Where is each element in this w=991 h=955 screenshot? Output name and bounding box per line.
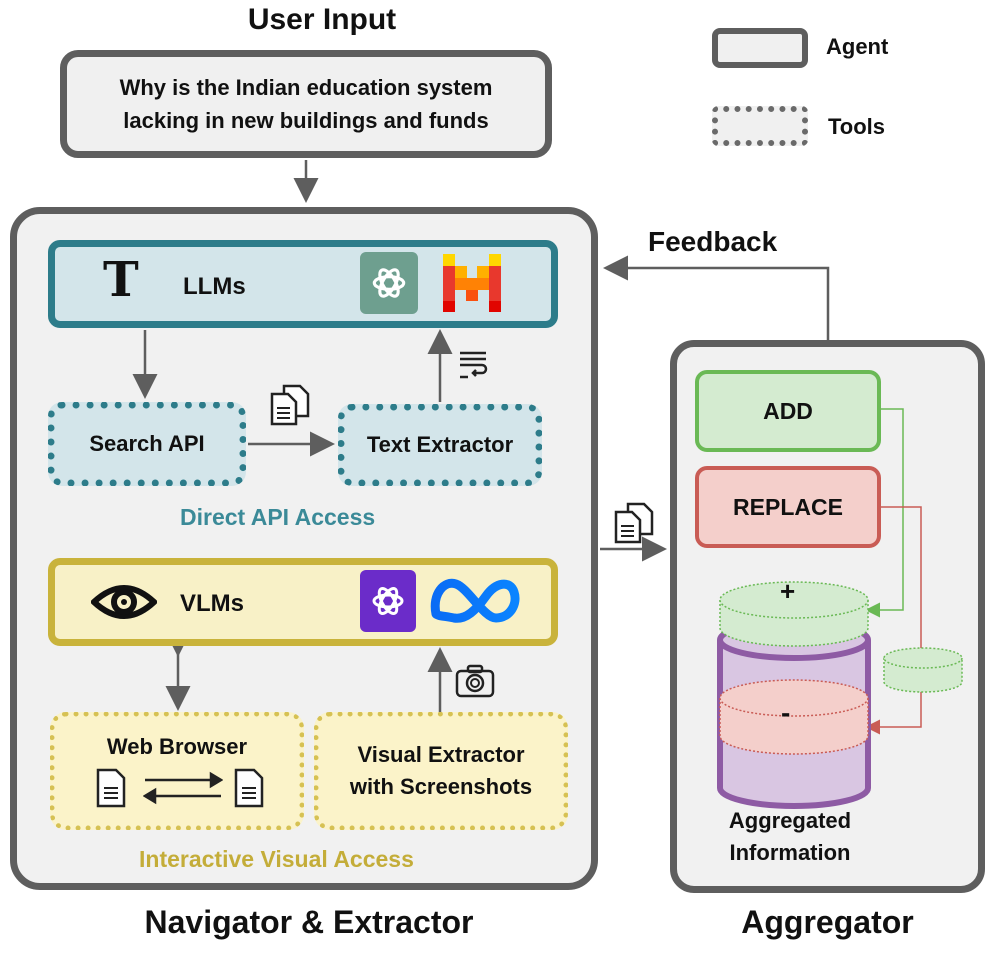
web-browser-label: Web Browser: [106, 734, 248, 759]
meta-logo-icon: [430, 578, 520, 623]
bidirectional-arrows-icon: [143, 771, 223, 805]
direct-api-access-label: Direct API Access: [180, 504, 376, 530]
aggregated-information-label: Aggregated Information: [700, 805, 880, 869]
legend-tools-label: Tools: [828, 114, 886, 139]
user-query-line-1: Why is the Indian education system: [119, 75, 493, 100]
navigator-extractor-title: Navigator & Extractor: [144, 904, 474, 940]
plus-symbol: +: [780, 576, 796, 606]
replace-operation: REPLACE: [695, 466, 881, 548]
eye-icon: [91, 585, 157, 619]
web-browser-tool: [50, 712, 304, 830]
add-to-db-arrow: [865, 408, 904, 618]
llm-label: LLMs: [183, 273, 246, 300]
copy-documents-icon: [614, 502, 654, 544]
document-icon: [234, 768, 264, 808]
vlm-label: VLMs: [180, 590, 245, 617]
user-query-line-2: lacking in new buildings and funds: [123, 108, 489, 133]
mistral-logo-icon: [443, 254, 501, 312]
text-wrap-icon: [460, 351, 488, 379]
legend-tools-swatch: [712, 106, 808, 146]
database-icon: [717, 581, 871, 809]
search-api-tool: Search API: [48, 402, 246, 486]
legend-agent-label: Agent: [826, 34, 889, 59]
add-operation: ADD: [695, 370, 881, 452]
visual-extractor-line-1: Visual Extractor: [357, 742, 525, 767]
database-icon: [883, 647, 963, 693]
openai-logo-icon: [360, 570, 416, 632]
aggregated-line-2: Information: [729, 840, 851, 865]
camera-icon: [455, 664, 495, 698]
user-input-title: User Input: [247, 3, 397, 36]
document-icon: [96, 768, 126, 808]
visual-extractor-line-2: with Screenshots: [349, 774, 533, 799]
feedback-label: Feedback: [648, 226, 778, 257]
aggregator-title: Aggregator: [741, 904, 914, 940]
replace-to-db-arrow: [865, 506, 922, 735]
feedback-arrow: [603, 255, 830, 340]
aggregated-line-1: Aggregated: [728, 808, 852, 833]
visual-extractor-tool: Visual Extractor with Screenshots: [314, 712, 568, 830]
llm-t-icon: T: [103, 252, 139, 308]
minus-symbol: -: [781, 697, 791, 728]
legend-agent-swatch: [712, 28, 808, 68]
user-query-box: Why is the Indian education system lacki…: [60, 50, 552, 158]
openai-logo-icon: [360, 252, 418, 314]
text-extractor-tool: Text Extractor: [338, 404, 542, 486]
copy-documents-icon: [270, 384, 310, 426]
interactive-visual-access-label: Interactive Visual Access: [139, 846, 414, 872]
